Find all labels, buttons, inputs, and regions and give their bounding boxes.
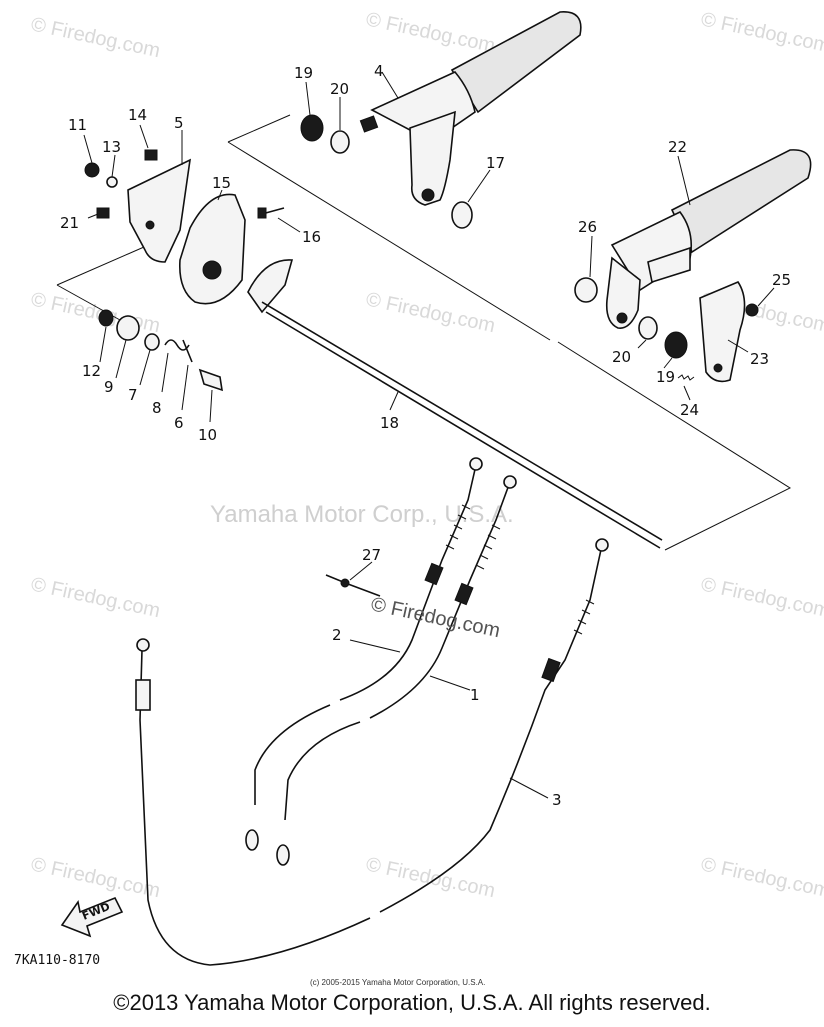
part-label: 19: [294, 64, 313, 82]
grip-assembly-22: [605, 149, 812, 329]
shaft-18: [247, 259, 663, 549]
part-label: 18: [380, 414, 399, 432]
cable-2: [245, 457, 483, 851]
hardware-17: [451, 201, 473, 229]
plate-5: [127, 158, 192, 263]
part-label: 8: [152, 399, 162, 417]
hardware-19-20-right: [638, 316, 688, 359]
part-label: 7: [128, 386, 138, 404]
cover-15: [178, 193, 246, 305]
copyright-footer: ©2013 Yamaha Motor Corporation, U.S.A. A…: [113, 990, 711, 1015]
cable-1: [276, 475, 517, 866]
watermark: © Firedog.com: [364, 8, 497, 57]
watermark: © Firedog.com: [29, 853, 162, 902]
part-label: 13: [102, 138, 121, 156]
part-label: 24: [680, 401, 699, 419]
part-label: 20: [330, 80, 349, 98]
part-label: 25: [772, 271, 791, 289]
leader-lines: [83, 71, 775, 799]
part-label: 14: [128, 106, 147, 124]
part-label: 19: [656, 368, 675, 386]
small-copyright: (c) 2005-2015 Yamaha Motor Corporation, …: [310, 978, 485, 987]
watermark: © Firedog.com: [699, 853, 824, 902]
part-label: 12: [82, 362, 101, 380]
part-label: 2: [332, 626, 342, 644]
spring-24: [677, 374, 695, 381]
hardware-12-6: [98, 309, 223, 392]
part-label: 21: [60, 214, 79, 232]
part-label: 3: [552, 791, 562, 809]
part-label: 17: [486, 154, 505, 172]
part-label: 10: [198, 426, 217, 444]
part-label: 22: [668, 138, 687, 156]
part-label: 26: [578, 218, 597, 236]
watermark: © Firedog.com: [29, 573, 162, 622]
part-label: 1: [470, 686, 480, 704]
part-label: 23: [750, 350, 769, 368]
part-label: 15: [212, 174, 231, 192]
small-bolts: [84, 149, 285, 219]
fwd-arrow: FWD: [60, 896, 124, 938]
watermark-inline: © Firedog.com: [369, 593, 502, 642]
hardware-26: [574, 277, 598, 303]
watermark-center: Yamaha Motor Corp., U.S.A.: [210, 501, 514, 528]
hardware-19-20-top: [300, 114, 350, 154]
grip-assembly-4: [359, 11, 582, 206]
part-label: 20: [612, 348, 631, 366]
bracket-23: [699, 281, 759, 383]
watermark: © Firedog.com: [29, 288, 162, 337]
part-label: 27: [362, 546, 381, 564]
part-label: 5: [174, 114, 184, 132]
watermark: © Firedog.com: [364, 853, 497, 902]
clip-27: [325, 574, 381, 597]
diagram-code: 7KA110-8170: [14, 953, 100, 968]
watermark: © Firedog.com: [29, 13, 162, 62]
part-label: 4: [374, 62, 384, 80]
part-label: 11: [68, 116, 87, 134]
part-label: 16: [302, 228, 321, 246]
watermark: © Firedog.com: [699, 8, 824, 57]
part-labels: 1 2 3 4 5 6 7 8 9 10 11 12 13 14 15 16 1…: [60, 62, 791, 809]
part-label: 6: [174, 414, 184, 432]
watermark: © Firedog.com: [699, 573, 824, 622]
cable-3: [135, 538, 609, 966]
part-label: 9: [104, 378, 114, 396]
